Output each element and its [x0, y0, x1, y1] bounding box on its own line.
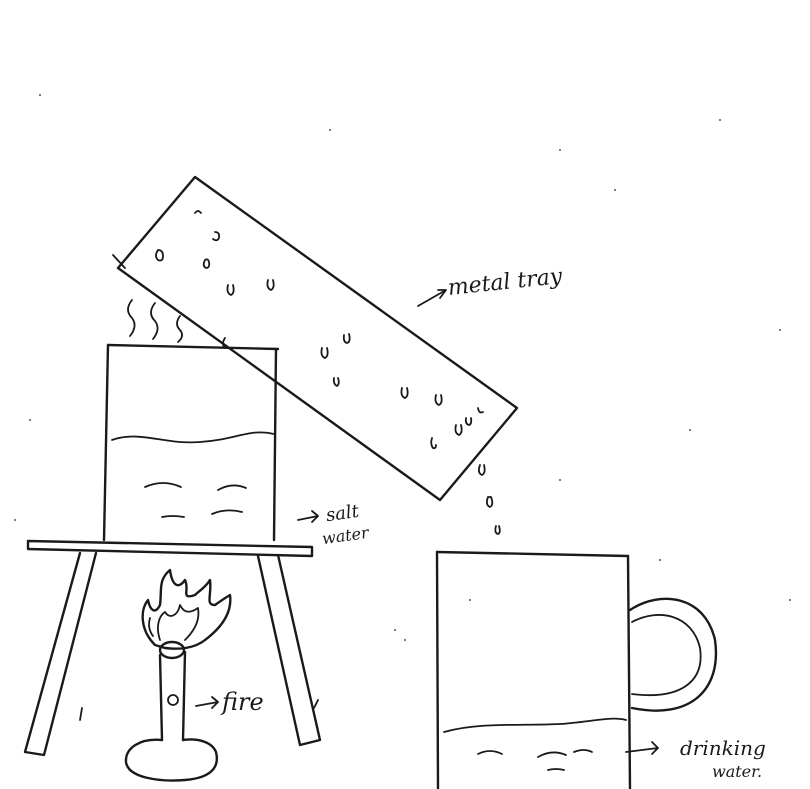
mug: [437, 552, 716, 789]
flame: [143, 570, 231, 649]
drinking-water-label-line1: drinking: [680, 738, 766, 758]
paper-specks: [14, 94, 791, 641]
fire-label: fire: [222, 690, 264, 714]
metal-tray: [113, 177, 517, 534]
salt-water-surface: [112, 432, 274, 442]
steam: [128, 300, 225, 348]
bunsen-burner: [126, 570, 230, 780]
falling-drops: [479, 465, 500, 534]
drinking-water-label-line2: water.: [712, 764, 762, 780]
salt-water-label-line1: salt: [325, 503, 360, 525]
drinking-water-surface: [444, 719, 626, 732]
salt-water-label-arrow: [298, 511, 318, 522]
tray-label-arrow: [418, 290, 446, 306]
fire-label-arrow: [196, 697, 218, 708]
